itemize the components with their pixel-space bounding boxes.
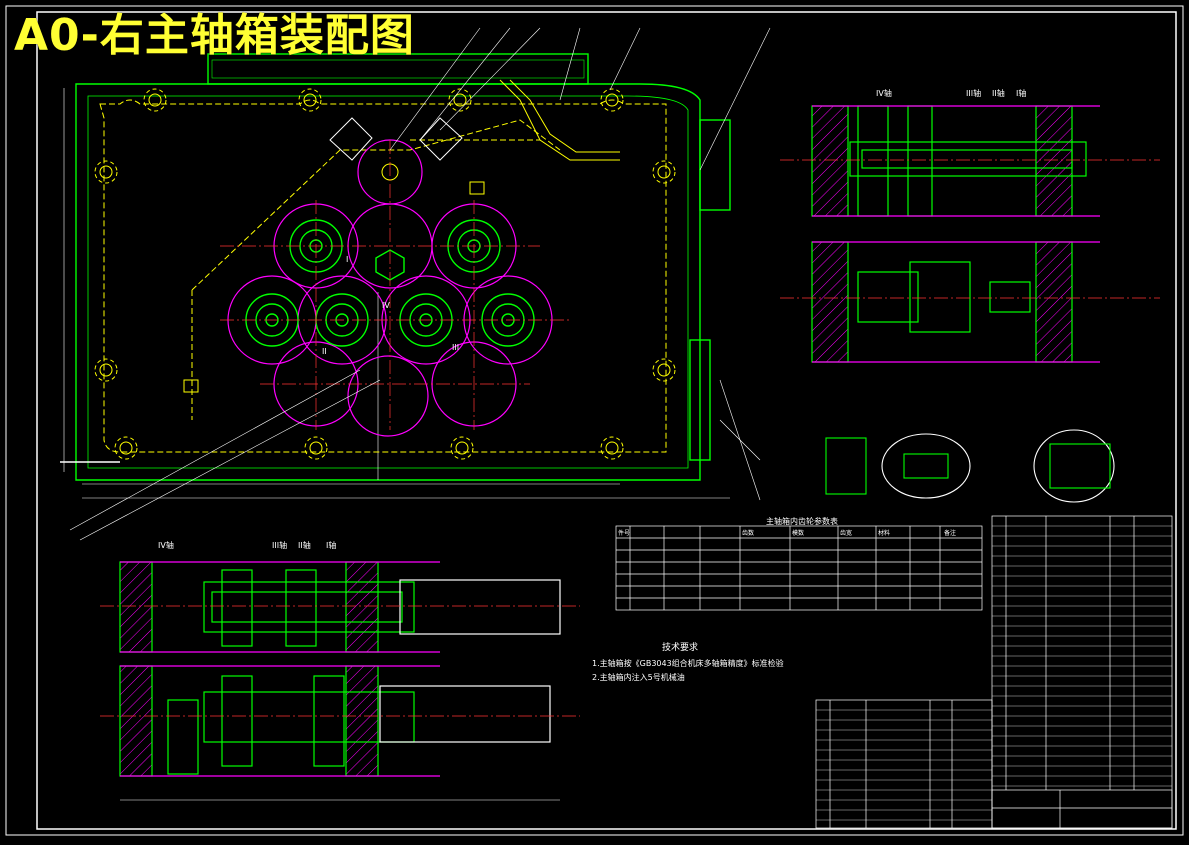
table-header-material: 材料 <box>878 529 890 537</box>
gearbox-outline <box>60 53 731 499</box>
axis-label-i: I <box>346 255 348 264</box>
centerlines <box>220 140 570 430</box>
outer-frame <box>5 5 1184 836</box>
inner-frame <box>36 11 1177 830</box>
hidden-cavity <box>99 99 667 453</box>
tech-requirements-title: 技术要求 <box>662 641 698 653</box>
axis-label-iii: III <box>452 343 459 352</box>
parts-list-rows <box>816 525 1172 821</box>
drawing-title: A0-右主轴箱装配图 <box>14 10 415 61</box>
section-unfolded <box>100 561 580 801</box>
table-header-part-no: 件号 <box>618 529 630 537</box>
table-header-width: 齿宽 <box>840 529 852 537</box>
gear-table-caption: 主轴箱内齿轮参数表 <box>766 516 838 526</box>
tech-requirement-1: 1.主轴箱按《GB3043组合机床多轴箱精度》标准检验 <box>592 658 784 668</box>
top-shaft-iv: IV轴 <box>876 88 892 98</box>
table-header-teeth: 齿数 <box>742 529 754 537</box>
table-header-module: 模数 <box>792 529 804 537</box>
bolt-holes <box>94 88 676 460</box>
axis-label-ii: II <box>322 347 327 356</box>
section-shaft-iii: III轴 <box>272 540 287 550</box>
section-shaft-iv: IV轴 <box>158 540 174 550</box>
detail-views <box>825 429 1115 503</box>
section-shaft-i: I轴 <box>326 540 336 550</box>
top-shaft-ii: II轴 <box>992 88 1005 98</box>
section-right-1 <box>780 105 1160 217</box>
axis-label-iv: IV <box>382 301 390 310</box>
parts-list <box>815 515 1173 829</box>
leader-lines <box>69 27 771 541</box>
oil-pipe <box>183 79 620 393</box>
section-right-2 <box>780 241 1160 363</box>
tech-requirement-2: 2.主轴箱内注入5号机械油 <box>592 672 685 682</box>
top-shaft-iii: III轴 <box>966 88 981 98</box>
top-shaft-i: I轴 <box>1016 88 1026 98</box>
section-shaft-ii: II轴 <box>298 540 311 550</box>
table-header-remark: 备注 <box>944 529 956 537</box>
gear-table <box>615 525 983 611</box>
